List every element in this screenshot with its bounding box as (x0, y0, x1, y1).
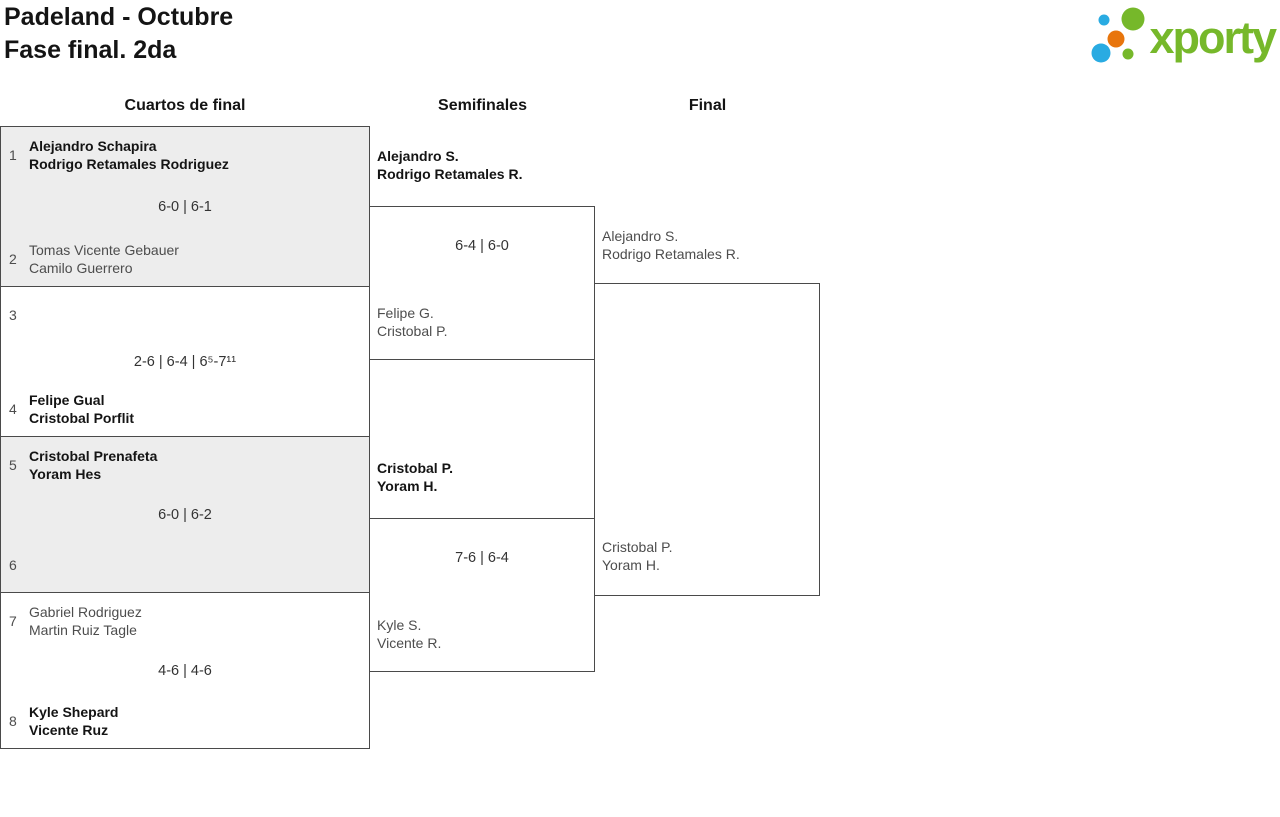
qf4-bottom-seed: 8 (9, 713, 17, 729)
player-name: Tomas Vicente Gebauer (29, 242, 179, 258)
qf1-bottom-slot: 2 Tomas Vicente Gebauer Camilo Guerrero (9, 241, 179, 277)
qf1-bottom-seed: 2 (9, 251, 17, 267)
qf1-top-slot: 1 Alejandro Schapira Rodrigo Retamales R… (9, 137, 229, 173)
qf1-bottom-team: Tomas Vicente Gebauer Camilo Guerrero (29, 241, 179, 277)
qf1-top-seed: 1 (9, 147, 17, 163)
phase-subtitle: Fase final. 2da (4, 36, 177, 64)
round-header-quarterfinals: Cuartos de final (124, 97, 246, 114)
player-name: Yoram H. (377, 478, 438, 494)
sf1-score: 6-4 | 6-0 (455, 238, 509, 254)
qf3-top-slot: 5 Cristobal Prenafeta Yoram Hes (9, 447, 157, 483)
match-quarterfinal-1[interactable]: 1 Alejandro Schapira Rodrigo Retamales R… (0, 126, 370, 287)
qf1-top-team: Alejandro Schapira Rodrigo Retamales Rod… (29, 137, 229, 173)
player-name: Martin Ruiz Tagle (29, 622, 137, 638)
sf2-top-team: Cristobal P. Yoram H. (377, 459, 453, 495)
player-name: Rodrigo Retamales R. (602, 246, 740, 262)
page-header: Padeland - Octubre Fase final. 2da (4, 1, 233, 67)
player-name: Alejandro Schapira (29, 138, 157, 154)
player-name: Yoram H. (602, 557, 660, 573)
sf1-top-team: Alejandro S. Rodrigo Retamales R. (377, 147, 522, 183)
qf3-bottom-slot: 6 (9, 547, 29, 583)
match-quarterfinal-3[interactable]: 5 Cristobal Prenafeta Yoram Hes 6-0 | 6-… (0, 436, 370, 593)
qf4-top-seed: 7 (9, 613, 17, 629)
player-name: Felipe Gual (29, 392, 105, 408)
qf4-bottom-team: Kyle Shepard Vicente Ruz (29, 703, 118, 739)
qf2-top-seed: 3 (9, 307, 17, 323)
player-name: Kyle Shepard (29, 704, 119, 720)
sf1-bottom-team: Felipe G. Cristobal P. (377, 304, 448, 340)
qf1-score: 6-0 | 6-1 (158, 198, 212, 215)
qf2-bottom-seed: 4 (9, 401, 17, 417)
match-quarterfinal-2[interactable]: 3 2-6 | 6-4 | 6⁵-7¹¹ 4 Felipe Gual Crist… (0, 286, 370, 437)
qf4-bottom-slot: 8 Kyle Shepard Vicente Ruz (9, 703, 118, 739)
player-name: Rodrigo Retamales Rodriguez (29, 156, 229, 172)
player-name: Cristobal P. (377, 460, 453, 476)
qf4-top-team: Gabriel Rodriguez Martin Ruiz Tagle (29, 603, 142, 639)
qf2-top-slot: 3 (9, 297, 29, 333)
player-name: Cristobal P. (602, 539, 673, 555)
match-quarterfinal-4[interactable]: 7 Gabriel Rodriguez Martin Ruiz Tagle 4-… (0, 592, 370, 749)
xporty-dots-icon (1091, 7, 1145, 63)
xporty-logo-text: xporty (1149, 12, 1277, 63)
player-name: Vicente Ruz (29, 722, 109, 738)
player-name: Alejandro S. (377, 148, 459, 164)
player-name: Cristobal P. (377, 323, 448, 339)
player-name: Cristobal Porflit (29, 410, 135, 426)
qf3-bottom-seed: 6 (9, 557, 17, 573)
final-top-team: Alejandro S. Rodrigo Retamales R. (602, 227, 740, 263)
player-name: Rodrigo Retamales R. (377, 166, 523, 182)
player-name: Yoram Hes (29, 466, 102, 482)
qf3-score: 6-0 | 6-2 (158, 506, 212, 523)
sf2-score: 7-6 | 6-4 (455, 550, 509, 566)
qf2-score: 2-6 | 6-4 | 6⁵-7¹¹ (133, 353, 237, 370)
round-header-final: Final (688, 97, 727, 114)
tournament-title: Padeland - Octubre (4, 3, 234, 31)
qf3-top-team: Cristobal Prenafeta Yoram Hes (29, 447, 157, 483)
player-name: Camilo Guerrero (29, 260, 133, 276)
player-name: Vicente R. (377, 635, 442, 651)
player-name: Kyle S. (377, 617, 422, 633)
player-name: Cristobal Prenafeta (29, 448, 158, 464)
qf3-top-seed: 5 (9, 457, 17, 473)
sf2-bottom-team: Kyle S. Vicente R. (377, 616, 441, 652)
player-name: Alejandro S. (602, 228, 679, 244)
player-name: Felipe G. (377, 305, 434, 321)
match-final[interactable] (594, 283, 820, 596)
qf4-score: 4-6 | 4-6 (158, 662, 212, 679)
player-name: Gabriel Rodriguez (29, 604, 142, 620)
round-header-semifinals: Semifinales (438, 97, 527, 114)
final-bottom-team: Cristobal P. Yoram H. (602, 538, 673, 574)
qf4-top-slot: 7 Gabriel Rodriguez Martin Ruiz Tagle (9, 603, 142, 639)
qf2-bottom-slot: 4 Felipe Gual Cristobal Porflit (9, 391, 134, 427)
qf2-bottom-team: Felipe Gual Cristobal Porflit (29, 391, 134, 427)
xporty-logo[interactable]: xporty (1085, 2, 1277, 68)
